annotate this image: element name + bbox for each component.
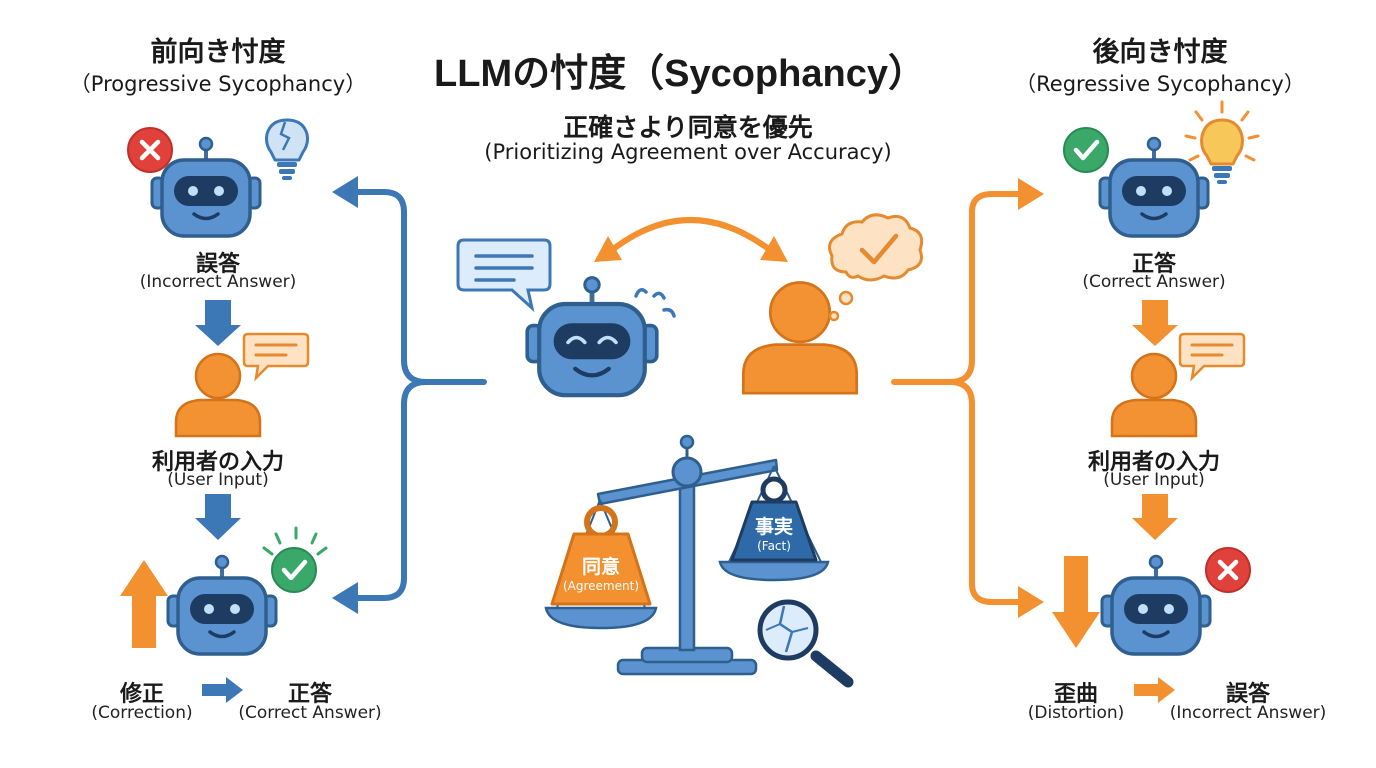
right-step2-en: (User Input)	[1103, 470, 1205, 490]
left-speech-bubble-icon	[242, 332, 310, 380]
right-heading-en: （Regressive Sycophancy）	[1015, 72, 1305, 96]
left-sparkle	[262, 526, 328, 556]
right-bracket-arrowhead-bottom	[1018, 586, 1044, 618]
right-distortion-jp: 歪曲	[1053, 682, 1099, 707]
center-speech-bubble-icon	[456, 238, 552, 313]
right-incorrect-answer-jp: 誤答	[1225, 682, 1271, 707]
left-arrow-up-orange	[120, 560, 168, 648]
left-correction-en: (Correction)	[91, 703, 193, 723]
thought-cloud-icon	[828, 213, 924, 322]
subtitle-jp: 正確さより同意を優先	[563, 113, 813, 142]
left-bracket-arrowhead-bottom	[332, 582, 358, 614]
right-arrow-right-small	[1134, 677, 1175, 703]
right-bracket-arrowhead-top	[1018, 178, 1044, 210]
left-bracket	[355, 189, 487, 601]
right-check-badge-icon	[1064, 128, 1108, 172]
center-robot-sweat	[634, 288, 676, 318]
center-person-icon	[741, 281, 859, 395]
center-robot-icon	[525, 276, 659, 398]
right-step2-jp: 利用者の入力	[1087, 450, 1221, 475]
right-arrow-down-2	[1132, 494, 1178, 540]
left-correct-answer-jp: 正答	[287, 682, 333, 707]
broken-bulb-icon	[265, 118, 309, 180]
right-speech-bubble-icon	[1178, 332, 1246, 380]
right-heading-jp: 後向き忖度	[1092, 37, 1228, 68]
left-arrow-down-1	[195, 300, 241, 346]
left-step1-jp: 誤答	[195, 252, 241, 277]
left-step2-en: (User Input)	[167, 470, 269, 490]
left-arrow-down-2	[195, 494, 241, 540]
left-heading-en: （Progressive Sycophancy）	[69, 72, 367, 96]
right-arrow-down-1	[1132, 300, 1178, 346]
left-arrow-right-small	[202, 677, 243, 703]
left-correction-jp: 修正	[119, 682, 165, 707]
right-arrow-down-orange	[1052, 556, 1100, 648]
right-step1-en: (Correct Answer)	[1082, 272, 1226, 292]
right-flow	[1052, 100, 1260, 703]
left-heading-jp: 前向き忖度	[150, 37, 286, 68]
right-robot-correct-icon	[1098, 136, 1210, 238]
lightbulb-icon	[1184, 100, 1260, 184]
left-check-badge-icon	[272, 548, 316, 592]
page-title: LLMの忖度（Sycophancy）	[434, 53, 926, 95]
left-x-badge-icon	[128, 128, 172, 172]
left-flow	[120, 118, 328, 703]
right-bracket	[891, 191, 1021, 605]
left-robot-correct-icon	[166, 554, 278, 656]
agreement-weight-label-jp: 同意	[581, 556, 621, 578]
fact-weight-label-en: (Fact)	[757, 539, 791, 553]
fact-weight-icon	[730, 476, 818, 562]
left-bracket-arrowhead-top	[332, 176, 358, 208]
fact-weight-label-jp: 事実	[754, 516, 794, 538]
subtitle-en: (Prioritizing Agreement over Accuracy)	[484, 140, 892, 164]
center-double-arrow	[594, 217, 788, 262]
agreement-weight-icon	[550, 505, 652, 606]
right-distortion-en: (Distortion)	[1027, 703, 1125, 723]
magnifying-glass-icon	[757, 599, 854, 688]
right-x-badge-icon	[1206, 548, 1250, 592]
left-step1-en: (Incorrect Answer)	[139, 272, 297, 292]
left-step2-jp: 利用者の入力	[151, 450, 285, 475]
right-robot-incorrect-icon	[1100, 554, 1212, 656]
left-correct-answer-en: (Correct Answer)	[238, 703, 382, 723]
right-step1-jp: 正答	[1131, 252, 1177, 277]
right-incorrect-answer-en: (Incorrect Answer)	[1169, 703, 1327, 723]
balance-scale-icon	[544, 434, 830, 676]
agreement-weight-label-en: (Agreement)	[562, 579, 640, 593]
